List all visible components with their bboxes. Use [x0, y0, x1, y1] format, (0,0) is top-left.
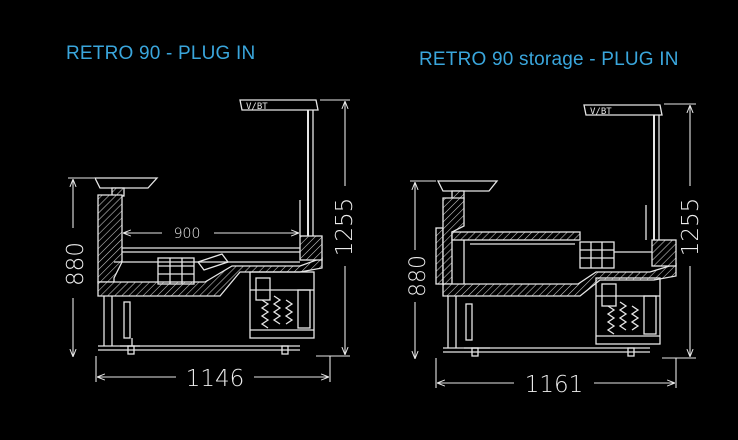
left-height-dimension: 880 [63, 177, 94, 356]
right-height-label: 880 [406, 255, 431, 297]
right-height-dimension: 880 [406, 180, 436, 358]
right-cabinet-drawing: V/BT 1161 [406, 103, 704, 398]
right-condensing-unit [595, 277, 661, 345]
svg-text:V/BT: V/BT [246, 102, 268, 112]
left-evaporator [157, 253, 230, 285]
right-drawing-title: RETRO 90 storage - PLUG IN [419, 49, 679, 70]
right-width-dimension: 1161 [435, 358, 677, 398]
left-drawing-title: RETRO 90 - PLUG IN [66, 43, 256, 64]
left-total-height-dimension: 1255 [316, 99, 358, 357]
right-width-label: 1161 [525, 372, 584, 398]
left-condensing-unit [249, 271, 315, 339]
right-total-height-dimension: 1255 [662, 103, 704, 359]
left-canopy: V/BT [239, 99, 319, 236]
svg-text:V/BT: V/BT [590, 107, 612, 117]
left-height-label: 880 [63, 242, 89, 286]
left-cabinet-drawing: V/BT [63, 99, 358, 392]
right-evaporator [579, 241, 652, 269]
right-canopy: V/BT [583, 104, 663, 240]
left-width-label: 1146 [186, 366, 245, 392]
right-total-height-label: 1255 [678, 198, 704, 257]
left-total-height-label: 1255 [332, 198, 358, 257]
left-width-dimension: 1146 [95, 356, 331, 392]
left-depth-label: 900 [174, 226, 201, 242]
left-depth-dimension: 900 [124, 226, 298, 242]
